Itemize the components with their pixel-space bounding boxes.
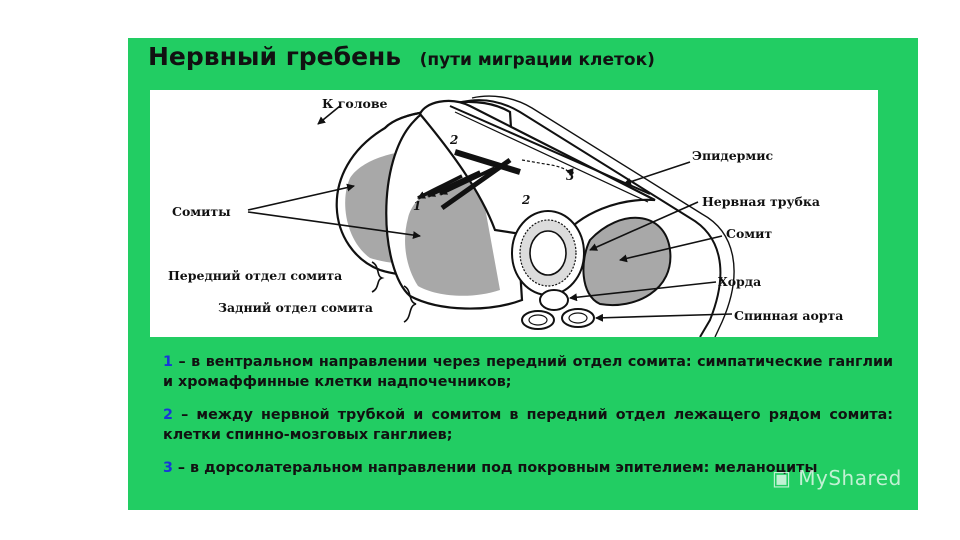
path-number-2b: 2 [521, 193, 530, 207]
label-neural-tube: Нервная трубка [702, 194, 820, 209]
notochord [540, 290, 568, 310]
note-1-number: 1 [163, 354, 173, 370]
label-anterior-somite: Передний отдел сомита [168, 268, 342, 283]
label-epidermis: Эпидермис [692, 148, 774, 163]
label-somites: Сомиты [172, 204, 231, 219]
neural-crest-diagram: К голове Сомиты Передний отдел сомита За… [150, 90, 878, 337]
watermark-text: MyShared [798, 466, 902, 490]
cross-section-neural-tube [512, 211, 584, 295]
note-path-1: 1 – в вентральном направлении через пере… [163, 352, 893, 392]
path-number-3: 3 [566, 169, 574, 183]
note-3-number: 3 [163, 460, 173, 476]
label-to-head: К голове [322, 96, 388, 111]
path-number-1: 1 [413, 199, 421, 213]
note-2-number: 2 [163, 407, 173, 423]
watermark-icon: ▣ [772, 466, 798, 490]
note-2-text: – между нервной трубкой и сомитом в пере… [163, 407, 893, 443]
title-main: Нервный гребень [148, 42, 401, 71]
note-1-text: – в вентральном направлении через передн… [163, 354, 893, 390]
path-number-2a: 2 [449, 133, 458, 147]
label-notochord: Хорда [718, 274, 761, 289]
label-dorsal-aorta: Спинная аорта [734, 308, 843, 323]
note-3-text: – в дорсолатеральном направлении под пок… [173, 460, 817, 476]
slide-title: Нервный гребень (пути миграции клеток) [148, 42, 655, 71]
label-somite: Сомит [726, 226, 772, 241]
watermark: ▣ MyShared [772, 466, 902, 490]
dorsal-aortae [522, 309, 594, 329]
diagram-svg: К голове Сомиты Передний отдел сомита За… [150, 90, 878, 337]
title-subtitle: (пути миграции клеток) [420, 50, 655, 70]
note-path-2: 2 – между нервной трубкой и сомитом в пе… [163, 405, 893, 445]
label-posterior-somite: Задний отдел сомита [218, 300, 373, 315]
